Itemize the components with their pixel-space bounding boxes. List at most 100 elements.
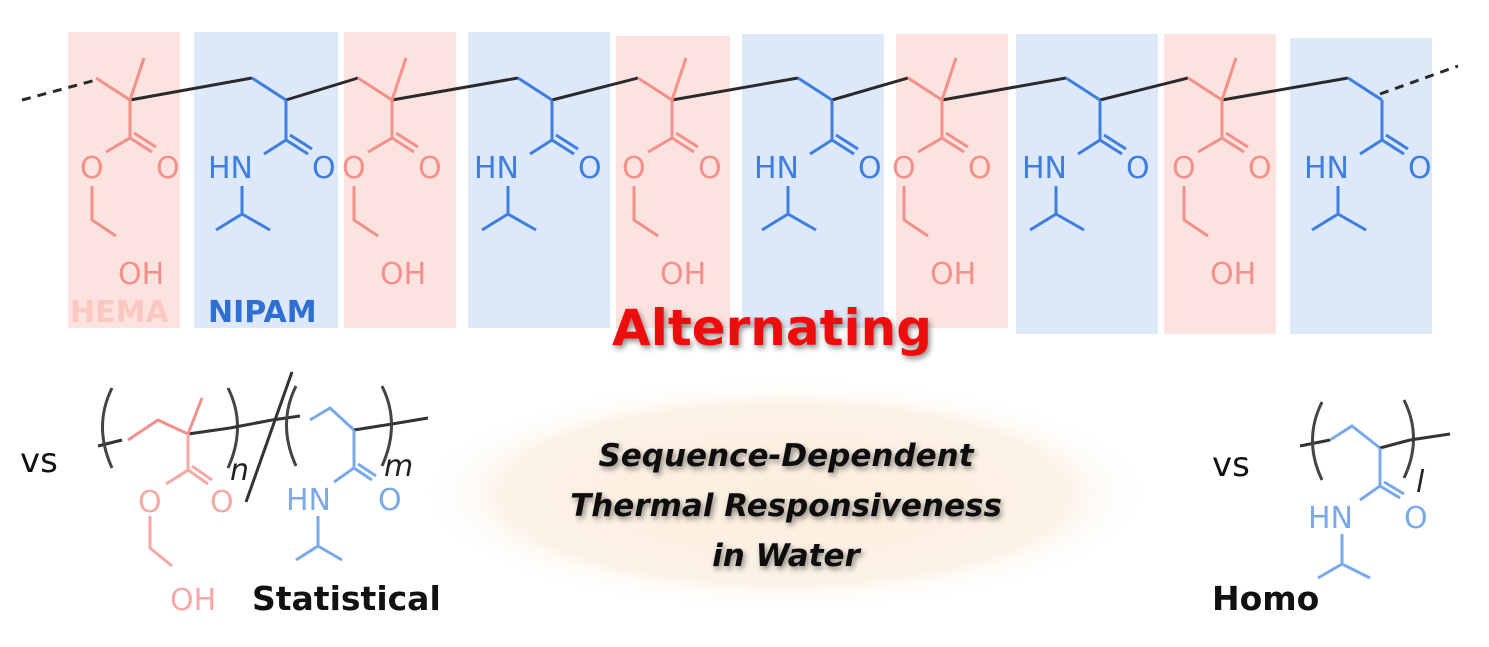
- nipam-unit-9: O HN: [1304, 76, 1432, 232]
- statistical-copolymer: vs n m O O OH O HN Statistical: [20, 371, 441, 618]
- hema-ester-o-6: O: [892, 151, 916, 186]
- hema-oh-6: OH: [930, 257, 976, 292]
- stat-nipam-co: [353, 466, 373, 482]
- stat-hema-oh: OH: [170, 583, 216, 618]
- backbone-link-1: [285, 76, 359, 102]
- stat-hema-o1: O: [210, 485, 234, 520]
- homo-paren-open: [1311, 401, 1324, 481]
- stat-bond-right1: [353, 422, 393, 432]
- backbone-link-8: [1221, 76, 1349, 102]
- nipam-co2-5: [835, 133, 859, 151]
- stat-nipam-chain: [309, 406, 356, 432]
- hema-co2-6: [945, 131, 969, 149]
- vs-label-right: vs: [1212, 445, 1250, 485]
- nipam-label: NIPAM: [208, 295, 317, 330]
- hema-ester-2: [367, 136, 393, 154]
- homo-nipam-chain: [1329, 424, 1381, 450]
- hema-box-4: [616, 36, 730, 328]
- hema-co2-4: [675, 131, 699, 149]
- nipam-unit-7: OHN: [1022, 76, 1150, 232]
- nipam-ipr2-9: [1337, 212, 1367, 232]
- stat-bond-mid1: [187, 426, 231, 436]
- unit-backbone-4: [637, 76, 673, 102]
- alternating-title: Alternating: [612, 299, 932, 357]
- nipam-unit-3: OHN: [474, 76, 602, 232]
- hema-ethyl-2: [352, 186, 379, 238]
- hema-ester-6: [917, 136, 943, 154]
- stat-hema-chain: [127, 418, 189, 442]
- homo-bond-mid: [1379, 438, 1411, 450]
- stat-hema-methyl: [186, 397, 204, 435]
- nipam-amide-1: [263, 138, 287, 156]
- polymer-backbone: [21, 64, 1459, 102]
- nipam-ipr2-7: [1055, 212, 1085, 232]
- unit-backbone-2: [357, 76, 393, 102]
- hema-oh-2: OH: [380, 257, 426, 292]
- hema-co-6: [941, 136, 965, 154]
- hema-unit-6: O O OH: [892, 57, 992, 292]
- hema-ester-o-2: O: [342, 151, 366, 186]
- hema-co-0: [129, 136, 153, 154]
- hema-methyl-8: [1220, 57, 1238, 101]
- nipam-carbonyl-o-5: O: [858, 151, 882, 186]
- hema-oh-4: OH: [660, 257, 706, 292]
- vs-label-left: vs: [20, 441, 58, 481]
- homo-amide: [1359, 448, 1382, 502]
- center-text-line2: Thermal Responsiveness: [570, 488, 1002, 524]
- nipam-co-5: [831, 138, 855, 156]
- center-text-line3: in Water: [712, 538, 861, 574]
- stat-hema-co2: [191, 464, 213, 482]
- nipam-hn-9: HN: [1304, 151, 1349, 186]
- hema-methyl-4: [670, 57, 688, 101]
- hema-co-4: [671, 136, 695, 154]
- hema-methyl-0: [128, 57, 146, 101]
- hema-methyl-6: [940, 57, 958, 101]
- hema-ethyl-0: [90, 186, 117, 238]
- nipam-carbonyl-o-7: O: [1126, 151, 1150, 186]
- backbone-link-3: [551, 76, 639, 102]
- nipam-ipr2-3: [507, 212, 537, 232]
- stat-nipam-co2: [357, 462, 377, 478]
- hema-label: HEMA: [70, 295, 169, 330]
- hema-co-8: [1221, 136, 1245, 154]
- hema-box-8: [1164, 34, 1276, 334]
- hema-methyl-2: [390, 57, 408, 101]
- hema-oh-0: OH: [118, 257, 164, 292]
- nipam-co2-1: [289, 133, 313, 151]
- hema-carbonyl-o-6: O: [968, 151, 992, 186]
- homo-ipr2: [1341, 562, 1371, 580]
- unit-backbone-1: [251, 76, 287, 102]
- homo-bond-left: [1299, 438, 1331, 448]
- hema-ethyl-4: [632, 186, 659, 238]
- backbone-link-2: [391, 76, 519, 102]
- hema-ester-o-8: O: [1172, 151, 1196, 186]
- nipam-carbonyl-o-9: O: [1408, 151, 1432, 186]
- hema-carbonyl-o-4: O: [698, 151, 722, 186]
- homo-bond-right: [1409, 432, 1451, 442]
- hema-ester-4: [647, 136, 673, 154]
- unit-backbone-8: [1187, 76, 1223, 102]
- center-ellipse: [415, 376, 1155, 612]
- nipam-hn-5: HN: [754, 151, 799, 186]
- stat-bond-mid2: [229, 418, 273, 430]
- unit-backbone-5: [797, 76, 833, 102]
- nipam-hn-1: HN: [208, 151, 253, 186]
- stat-nipam-hn: HN: [286, 483, 331, 518]
- statistical-label: Statistical: [252, 579, 441, 618]
- homo-co: [1379, 484, 1401, 500]
- hema-carbonyl-o-2: O: [418, 151, 442, 186]
- stat-bond-right2: [391, 416, 429, 426]
- homo-label: Homo: [1212, 579, 1319, 618]
- stat-subscript-m: m: [384, 449, 413, 484]
- backbone-link-7: [1099, 76, 1189, 102]
- stat-slash: [244, 371, 294, 503]
- hema-oh-8: OH: [1210, 257, 1256, 292]
- stat-paren-2-open: [285, 385, 298, 467]
- center-text-line1: Sequence-Dependent: [598, 438, 974, 474]
- hema-ethyl-8: [1182, 186, 1209, 238]
